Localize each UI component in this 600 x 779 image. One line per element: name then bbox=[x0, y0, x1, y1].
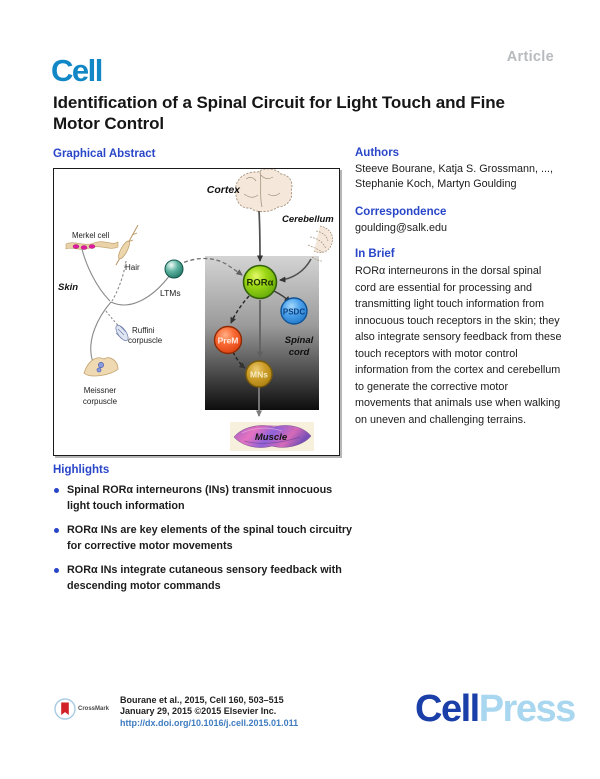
skin-label: Skin bbox=[58, 282, 78, 293]
prem-node-label: PreM bbox=[218, 336, 239, 346]
hair-label: Hair bbox=[125, 263, 140, 272]
highlight-item: Spinal RORα interneurons (INs) transmit … bbox=[53, 483, 355, 514]
highlights-list: Spinal RORα interneurons (INs) transmit … bbox=[53, 483, 355, 594]
authors-heading: Authors bbox=[355, 147, 400, 159]
cell-journal-logo: Cell bbox=[51, 53, 103, 88]
cellpress-logo-press: Press bbox=[478, 688, 577, 730]
rora-node-label: RORα bbox=[247, 278, 274, 289]
authors-names: Steeve Bourane, Katja S. Grossmann, ...,… bbox=[355, 163, 554, 191]
ltms-label: LTMs bbox=[160, 288, 181, 298]
cortex-to-rora-arrow bbox=[256, 210, 263, 262]
cerebellum-label: Cerebellum bbox=[282, 214, 334, 225]
paper-title: Identification of a Spinal Circuit for L… bbox=[53, 93, 505, 133]
citation-block: Bourane et al., 2015, Cell 160, 503–515 … bbox=[120, 695, 298, 729]
cortex-drawing bbox=[235, 168, 293, 213]
ltms-neuron bbox=[164, 259, 184, 279]
ruffini-label-2: corpuscle bbox=[128, 336, 163, 345]
in-brief-text: RORα interneurons in the dorsal spinal c… bbox=[355, 265, 562, 426]
graphical-abstract-heading: Graphical Abstract bbox=[53, 148, 156, 160]
graphical-abstract-box: Cortex Cerebellum Merkel cell bbox=[53, 168, 340, 456]
crossmark-badge[interactable]: CrossMark bbox=[54, 698, 109, 720]
cerebellum-drawing bbox=[307, 225, 333, 262]
citation-line-1: Bourane et al., 2015, Cell 160, 503–515 bbox=[120, 695, 284, 705]
muscle-label: Muscle bbox=[255, 432, 288, 443]
hair-follicle-drawing bbox=[115, 224, 139, 266]
doi-link[interactable]: http://dx.doi.org/10.1016/j.cell.2015.01… bbox=[120, 717, 299, 728]
meissner-corpuscle-drawing bbox=[83, 357, 119, 377]
cellpress-logo: CellPress bbox=[415, 688, 577, 731]
prem-node bbox=[213, 325, 243, 355]
psdc-node-label: PSDC bbox=[283, 308, 305, 317]
citation-line-2: January 29, 2015 ©2015 Elsevier Inc. bbox=[120, 706, 277, 717]
in-brief-heading: In Brief bbox=[355, 248, 395, 261]
spinal-cord-label-2: cord bbox=[289, 347, 310, 358]
cerebellum-to-rora-arrow bbox=[279, 258, 312, 283]
mns-node-label: MNs bbox=[250, 370, 268, 380]
spinal-cord-label-1: Spinal bbox=[285, 335, 314, 346]
crossmark-label: CrossMark bbox=[78, 706, 110, 712]
psdc-node bbox=[280, 297, 308, 325]
ruffini-label-1: Ruffini bbox=[132, 326, 155, 335]
highlight-item: RORα INs are key elements of the spinal … bbox=[53, 523, 355, 554]
meissner-label-1: Meissner bbox=[84, 386, 117, 395]
prem-to-mns-arrow bbox=[232, 351, 246, 369]
summary-column: Authors Steeve Bourane, Katja S. Grossma… bbox=[355, 147, 563, 428]
correspondence-heading: Correspondence bbox=[355, 206, 447, 219]
mns-node bbox=[245, 360, 273, 388]
cellpress-logo-cell: Cell bbox=[415, 688, 480, 730]
merkel-cell-label: Merkel cell bbox=[72, 231, 110, 240]
cortex-label: Cortex bbox=[207, 184, 241, 196]
crossmark-icon bbox=[54, 698, 76, 720]
rora-node bbox=[242, 264, 278, 300]
meissner-label-2: corpuscle bbox=[83, 397, 118, 406]
ruffini-corpuscle-drawing bbox=[115, 324, 129, 342]
highlight-item: RORα INs integrate cutaneous sensory fee… bbox=[53, 563, 355, 594]
merkel-cell-drawing bbox=[65, 241, 119, 250]
muscle-drawing bbox=[233, 425, 312, 448]
graphical-abstract-diagram: Cortex Cerebellum Merkel cell bbox=[58, 168, 334, 451]
rora-to-prem-arrow bbox=[230, 295, 250, 324]
highlights-section: Highlights Spinal RORα interneurons (INs… bbox=[53, 464, 355, 603]
article-type-label: Article bbox=[506, 49, 554, 65]
correspondence-email: goulding@salk.edu bbox=[355, 222, 448, 235]
highlights-heading: Highlights bbox=[53, 464, 110, 476]
